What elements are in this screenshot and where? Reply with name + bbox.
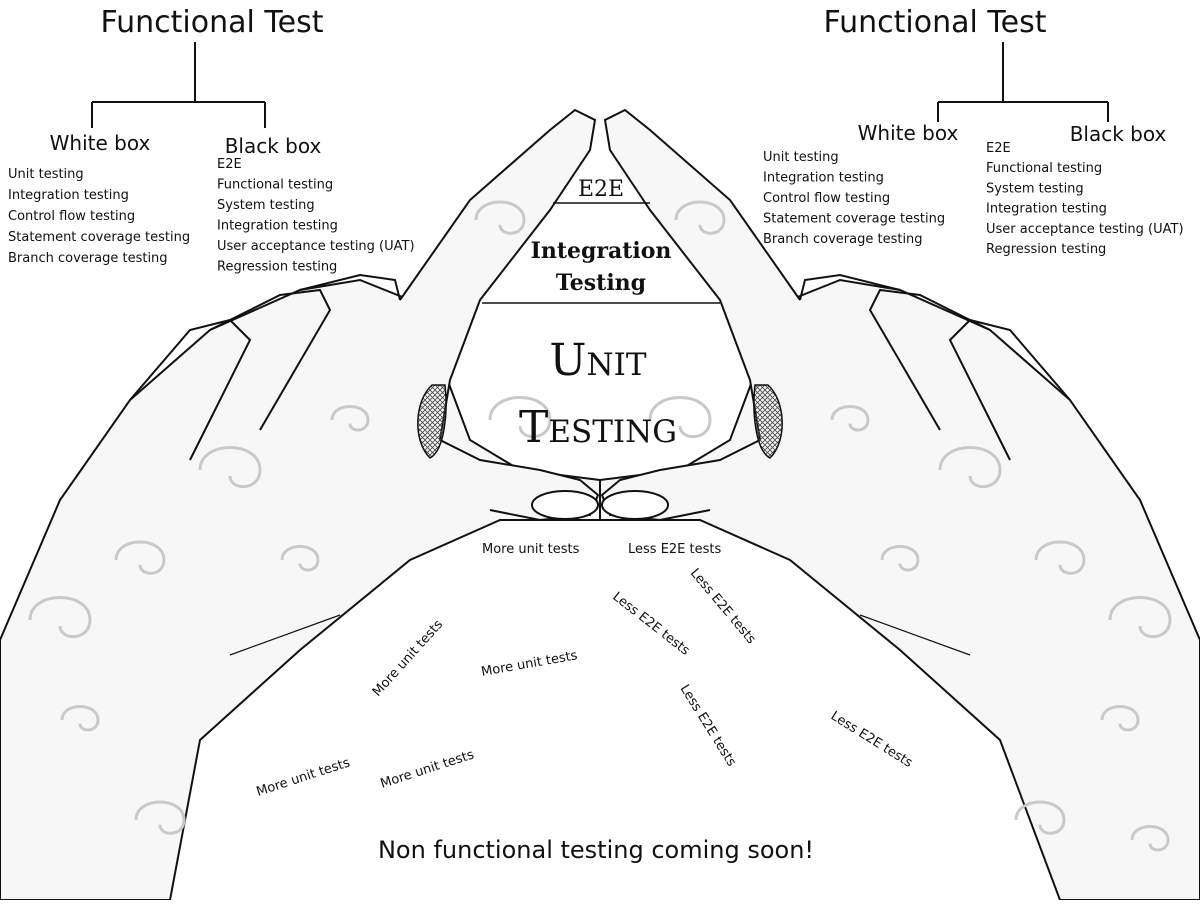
swirl-ornament	[134, 800, 186, 835]
pyramid-middle-label-line2: Testing	[556, 270, 646, 296]
pyramid-bottom-label-line1: Unit	[549, 335, 646, 386]
swirl-ornament	[830, 405, 870, 432]
test-type-item: Integration testing	[763, 171, 884, 186]
swirl-ornament	[1014, 800, 1066, 835]
test-type-item: System testing	[217, 198, 315, 213]
test-type-item: Integration testing	[8, 188, 129, 203]
swirl-ornament	[488, 396, 552, 439]
right-black-box-heading: Black box	[1070, 122, 1167, 146]
test-type-item: User acceptance testing (UAT)	[217, 239, 415, 254]
left-functional-tree: Functional Test White box Black box Unit…	[8, 5, 415, 275]
left-hand-illustration	[0, 108, 601, 901]
left-hand-shadow	[417, 384, 447, 459]
swirl-ornament	[938, 446, 1002, 489]
swirl-ornament	[28, 596, 92, 639]
left-tree-title: Functional Test	[101, 5, 324, 40]
left-tree-connectors	[91, 42, 266, 128]
swirl-ornament	[60, 705, 100, 732]
test-type-item: Control flow testing	[763, 191, 890, 206]
swirl-ornament	[1130, 825, 1170, 852]
swirl-ornament	[198, 446, 262, 489]
test-type-item: Branch coverage testing	[763, 232, 923, 247]
swirl-ornament	[114, 540, 166, 575]
test-type-item: System testing	[986, 181, 1084, 196]
test-type-item: Regression testing	[986, 242, 1106, 257]
less-e2e-tests-label: Less E2E tests	[677, 682, 739, 769]
floral-ornaments	[28, 200, 1172, 852]
test-type-item: Regression testing	[217, 260, 337, 275]
test-type-item: Unit testing	[8, 167, 84, 182]
swirl-ornament	[474, 200, 526, 235]
less-e2e-tests-label: Less E2E tests	[610, 589, 693, 658]
right-tree-title: Functional Test	[824, 5, 1047, 40]
more-unit-tests-label: More unit tests	[255, 755, 353, 799]
less-e2e-tests-label: Less E2E tests	[687, 566, 759, 647]
swirl-ornament	[1034, 540, 1086, 575]
right-hand-shadow	[753, 384, 783, 459]
test-type-item: Statement coverage testing	[763, 212, 945, 227]
pyramid-middle-label-line1: Integration	[531, 238, 672, 264]
right-functional-tree: Functional Test White box Black box Unit…	[763, 5, 1184, 257]
left-black-box-heading: Black box	[225, 134, 322, 158]
swirl-ornament	[880, 545, 920, 572]
left-white-box-heading: White box	[50, 131, 151, 155]
less-e2e-tests-label: Less E2E tests	[628, 542, 721, 557]
swirl-ornament	[1100, 705, 1140, 732]
pyramid-bottom-label-line2: Testing	[519, 402, 677, 453]
test-type-item: Integration testing	[986, 202, 1107, 217]
more-unit-tests-label: More unit tests	[370, 617, 446, 700]
swirl-ornament	[280, 545, 320, 572]
swirl-ornament	[674, 200, 726, 235]
test-type-item: E2E	[986, 141, 1011, 156]
footer-note: Non functional testing coming soon!	[378, 836, 814, 864]
testing-pyramid	[482, 202, 720, 304]
right-tree-connectors	[937, 42, 1109, 122]
test-type-item: Unit testing	[763, 150, 839, 165]
test-type-item: User acceptance testing (UAT)	[986, 222, 1184, 237]
test-type-item: Functional testing	[217, 178, 333, 193]
test-type-item: Branch coverage testing	[8, 251, 168, 266]
more-unit-tests-label: More unit tests	[482, 542, 580, 557]
swirl-ornament	[1108, 596, 1172, 639]
less-e2e-tests-label: Less E2E tests	[828, 709, 915, 771]
right-hand-illustration	[599, 108, 1200, 901]
more-unit-tests-label: More unit tests	[379, 747, 477, 791]
test-type-item: Integration testing	[217, 219, 338, 234]
test-type-item: Functional testing	[986, 161, 1102, 176]
pyramid-top-label: E2E	[578, 177, 624, 202]
more-unit-tests-label: More unit tests	[480, 648, 579, 680]
right-white-box-heading: White box	[858, 121, 959, 145]
test-type-item: E2E	[217, 157, 242, 172]
swirl-ornament	[648, 396, 712, 439]
test-type-item: Statement coverage testing	[8, 230, 190, 245]
test-type-item: Control flow testing	[8, 209, 135, 224]
swirl-ornament	[330, 405, 370, 432]
